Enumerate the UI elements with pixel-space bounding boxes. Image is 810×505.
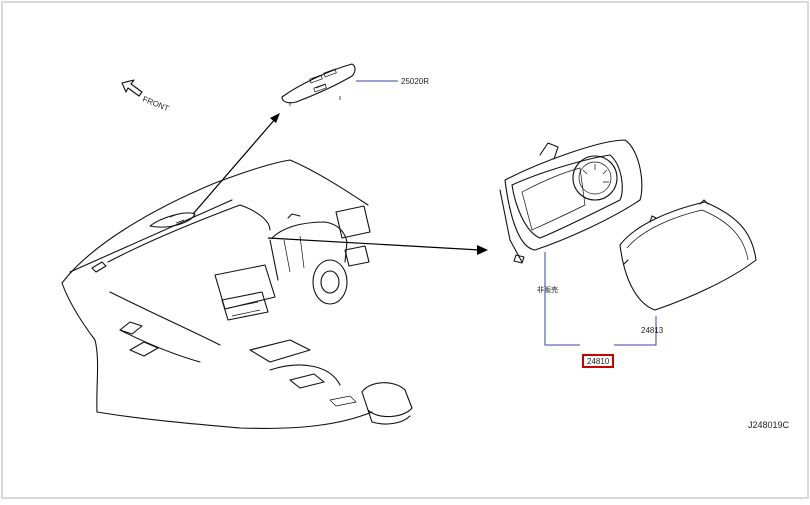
dashboard-illustration bbox=[61, 159, 413, 429]
callout-meter-cover: 24813 bbox=[641, 326, 664, 335]
leader-meter-left bbox=[544, 252, 580, 346]
cluster-finisher-part bbox=[281, 63, 356, 106]
front-arrow-icon bbox=[121, 79, 143, 97]
leader-meter-right bbox=[614, 316, 657, 346]
callout-not-for-sale: 非販売 bbox=[537, 285, 558, 294]
meter-cover-part bbox=[619, 199, 757, 311]
arrow-to-meter bbox=[267, 237, 488, 255]
highlight-box bbox=[582, 354, 614, 368]
meter-assembly-part bbox=[499, 139, 643, 264]
callout-meter-assembly: 24810 bbox=[587, 357, 610, 366]
callout-finisher: 25020R bbox=[401, 77, 429, 86]
figure-code: J248019C bbox=[748, 420, 790, 430]
arrow-to-finisher bbox=[192, 113, 280, 215]
